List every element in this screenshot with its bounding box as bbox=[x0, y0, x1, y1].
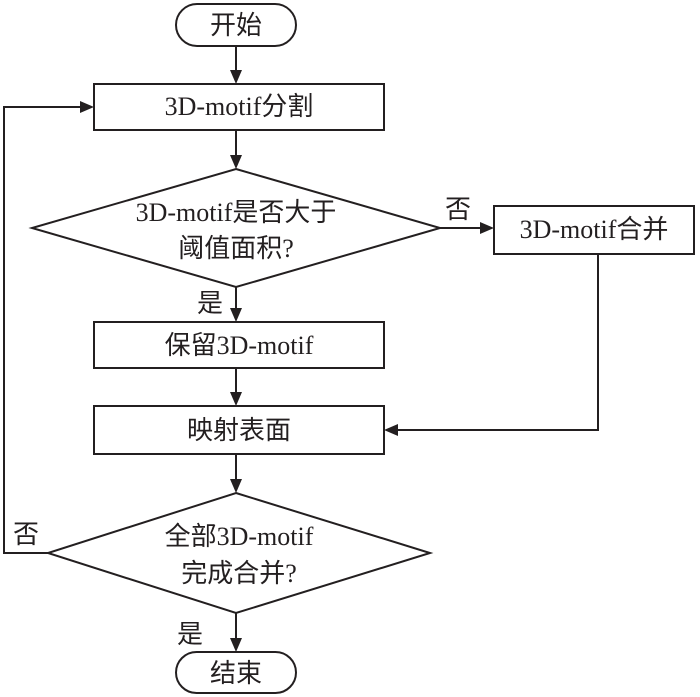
decision2-label-line2: 完成合并? bbox=[181, 559, 297, 588]
decision1-yes-label: 是 bbox=[197, 289, 223, 318]
decision2-node: 全部3D-motif 完成合并? bbox=[44, 491, 434, 615]
connector-start-to-segment bbox=[230, 46, 242, 84]
connector-decision1-yes-to-keep: 是 bbox=[197, 287, 242, 322]
segment-label: 3D-motif分割 bbox=[165, 92, 314, 121]
decision1-node: 3D-motif是否大于 阈值面积? bbox=[28, 167, 444, 289]
connector-decision2-yes-to-end: 是 bbox=[177, 613, 242, 652]
end-label: 结束 bbox=[210, 659, 262, 688]
decision2-no-label: 否 bbox=[13, 520, 39, 549]
connector-merge-to-map bbox=[384, 254, 599, 436]
decision2-label-line1: 全部3D-motif bbox=[165, 522, 314, 551]
map-label: 映射表面 bbox=[187, 416, 291, 445]
decision1-no-label: 否 bbox=[445, 195, 471, 224]
connector-map-to-decision2 bbox=[230, 454, 242, 493]
merge-node: 3D-motif合并 bbox=[493, 205, 695, 255]
merge-label: 3D-motif合并 bbox=[520, 215, 669, 244]
start-label: 开始 bbox=[210, 11, 262, 40]
start-node: 开始 bbox=[175, 3, 297, 47]
end-node: 结束 bbox=[175, 651, 297, 694]
decision2-yes-label: 是 bbox=[177, 620, 203, 649]
connector-segment-to-decision1 bbox=[230, 130, 242, 169]
keep-node: 保留3D-motif bbox=[93, 321, 385, 369]
connector-decision2-no-loop: 否 bbox=[3, 101, 94, 554]
connector-keep-to-map bbox=[230, 368, 242, 406]
keep-label: 保留3D-motif bbox=[165, 331, 314, 360]
decision1-label-line2: 阈值面积? bbox=[178, 234, 294, 263]
segment-node: 3D-motif分割 bbox=[93, 83, 385, 131]
connector-decision1-no-to-merge: 否 bbox=[440, 195, 494, 234]
decision1-label-line1: 3D-motif是否大于 bbox=[136, 198, 337, 227]
map-node: 映射表面 bbox=[93, 405, 385, 455]
